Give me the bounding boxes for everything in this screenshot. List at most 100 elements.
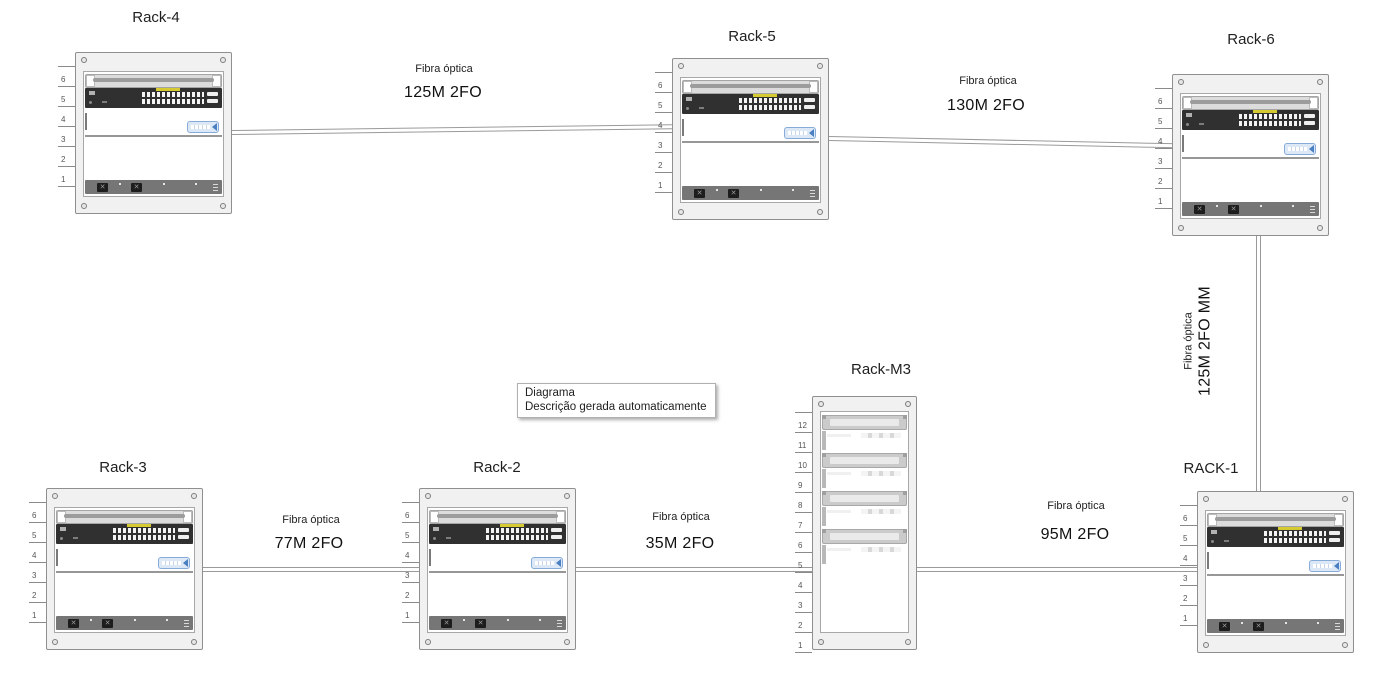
panel-face — [830, 495, 899, 502]
organizer-stripe — [93, 78, 214, 82]
outlet-icon: ✕ — [97, 183, 108, 192]
port-row — [861, 547, 901, 552]
arrow-icon — [183, 559, 188, 567]
outlet-icon: ✕ — [1219, 622, 1230, 631]
cable-organizer — [1182, 96, 1319, 110]
organizer-stripe — [64, 514, 185, 518]
panel-ear — [903, 491, 907, 495]
panel-face — [830, 419, 899, 426]
rack-cavity — [820, 411, 909, 633]
uplink-port — [207, 92, 218, 96]
rack-cavity: ✕✕ — [54, 507, 195, 633]
vent-grill — [557, 619, 562, 627]
unit-number: 6 — [61, 75, 66, 84]
uplink-port — [207, 99, 218, 103]
power-strip: ✕✕ — [1182, 202, 1319, 216]
arrow-icon — [1309, 145, 1314, 153]
panel-ear — [903, 415, 907, 419]
unit-number: 6 — [1183, 514, 1188, 523]
drive-bay — [827, 472, 851, 475]
fiber-link-rack2-rackm3 — [576, 567, 812, 572]
rack-shelf — [682, 116, 819, 143]
vent-row — [824, 469, 826, 488]
unit-number: 3 — [658, 141, 663, 150]
unit-number: 3 — [32, 571, 37, 580]
panel-ear — [903, 453, 907, 457]
power-strip: ✕✕ — [85, 180, 222, 194]
rack-title-rack3: Rack-3 — [99, 459, 147, 476]
indicator-dot — [1317, 622, 1319, 624]
status-led — [1224, 540, 1229, 542]
uplink-port — [551, 535, 562, 539]
shelf-bracket — [56, 549, 58, 566]
shelf-bracket — [1182, 135, 1184, 152]
unit-number: 2 — [1158, 177, 1163, 186]
rack-cabinet-rack2: ✕✕ — [419, 488, 576, 650]
patch-panel — [821, 412, 908, 431]
screw-icon — [1342, 496, 1348, 502]
vendor-logo — [60, 527, 66, 531]
screw-icon — [1178, 79, 1184, 85]
unit-number: 2 — [798, 621, 803, 630]
link-type-rack5-rack6: Fibra óptica — [959, 75, 1017, 87]
network-switch — [682, 94, 819, 114]
arrow-icon — [556, 559, 561, 567]
panel-ear — [822, 453, 826, 457]
link-type-rack6-rack1: Fibra óptica — [1182, 312, 1195, 370]
rack-title-rack2: Rack-2 — [473, 459, 521, 476]
rack-shelf — [429, 546, 566, 573]
panel-face — [830, 457, 899, 464]
label-sticker — [753, 94, 778, 97]
arrow-icon — [809, 129, 814, 137]
power-strip: ✕✕ — [1207, 619, 1344, 633]
rack-cabinet-rack5: ✕✕ — [672, 58, 829, 220]
patch-panel — [821, 488, 908, 507]
screw-icon — [905, 639, 911, 645]
vent-grill — [810, 189, 815, 197]
shelf-bracket — [682, 119, 684, 136]
vendor-logo — [433, 527, 439, 531]
unit-ruler-rackm3: 12 11 10 9 8 7 6 5 4 3 2 1 — [795, 412, 812, 653]
power-strip: ✕✕ — [682, 186, 819, 200]
patch-panel — [821, 450, 908, 469]
label-sticker — [156, 88, 181, 91]
screw-icon — [1203, 642, 1209, 648]
unit-number: 6 — [1158, 97, 1163, 106]
port-row — [739, 105, 801, 110]
link-spec-rack5-rack6: 130M 2FO — [947, 97, 1025, 114]
network-switch — [429, 524, 566, 544]
drive-bay — [827, 510, 851, 513]
rack-shelf — [1207, 549, 1344, 576]
port-row — [1264, 538, 1326, 543]
port-row — [1239, 121, 1301, 126]
status-led — [73, 537, 78, 539]
port-row — [113, 528, 175, 533]
unit-number: 3 — [798, 601, 803, 610]
uplink-port — [1329, 538, 1340, 542]
status-led — [89, 101, 92, 104]
rack-title-rack4: Rack-4 — [132, 9, 180, 26]
unit-number: 3 — [61, 135, 66, 144]
status-led — [1199, 123, 1204, 125]
power-strip: ✕✕ — [429, 616, 566, 630]
vent-row — [824, 545, 826, 564]
indicator-dot — [792, 189, 794, 191]
unit-ruler-rack2: 6 5 4 3 2 1 — [402, 502, 419, 623]
screw-icon — [1317, 79, 1323, 85]
outlet-icon: ✕ — [1228, 205, 1239, 214]
vendor-logo — [1186, 113, 1192, 117]
panel-face — [830, 533, 899, 540]
status-led — [699, 107, 704, 109]
port-row — [142, 99, 204, 104]
screw-icon — [564, 639, 570, 645]
media-converter — [1284, 143, 1316, 155]
label-sticker — [1278, 527, 1303, 530]
unit-number: 6 — [658, 81, 663, 90]
vent-row — [824, 431, 826, 450]
arrow-icon — [1334, 562, 1339, 570]
unit-number: 2 — [658, 161, 663, 170]
indicator-dot — [134, 619, 136, 621]
unit-number: 10 — [798, 461, 807, 470]
fiber-link-rack5-rack6 — [828, 136, 1172, 149]
